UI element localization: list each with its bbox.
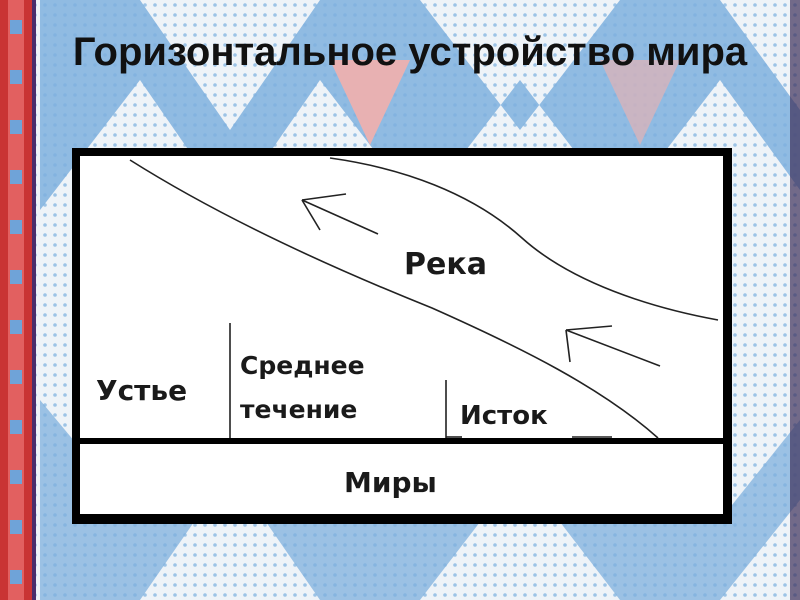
- middle-course-label-line2: течение: [240, 395, 357, 424]
- mouth-label: Устье: [96, 374, 187, 407]
- source-label: Исток: [460, 401, 548, 431]
- diagram-panel: Река Устье Среднее течение Исток Миры: [72, 148, 732, 524]
- river-label: Река: [404, 247, 487, 282]
- river-bank-left: [129, 159, 659, 439]
- slide-title: Горизонтальное устройство мира: [72, 30, 748, 74]
- river-frame: [80, 156, 723, 438]
- flow-arrow-lower: [565, 325, 661, 367]
- middle-course-label-line1: Среднее: [240, 351, 365, 380]
- river-bank-right: [329, 157, 719, 321]
- worlds-label: Миры: [344, 466, 437, 499]
- world-structure-diagram: Река Устье Среднее течение Исток Миры: [80, 156, 723, 514]
- flow-arrow-upper: [301, 193, 379, 235]
- worlds-frame: [80, 444, 723, 514]
